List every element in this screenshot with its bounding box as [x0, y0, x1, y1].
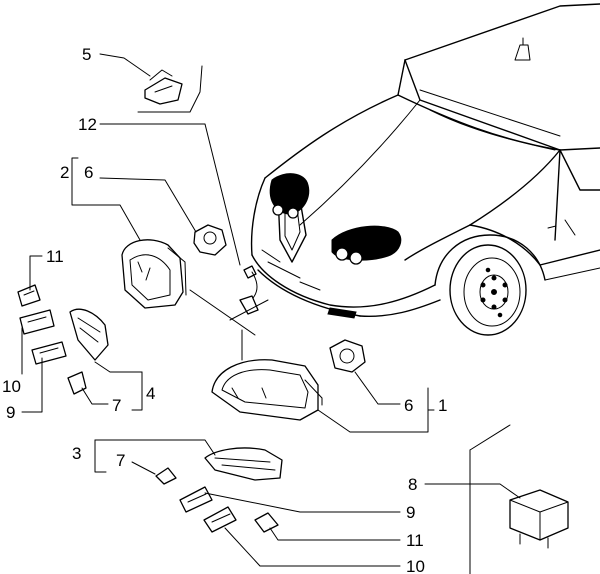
leader-lines [21, 53, 521, 567]
part-12-connector [239, 265, 259, 315]
callout-5: 5 [82, 45, 91, 64]
part-6-holder-mid [329, 339, 366, 373]
part-8-relay [469, 424, 569, 574]
part-11-bulb-left [17, 284, 41, 307]
callout-6a: 6 [84, 163, 93, 182]
car-body [250, 3, 600, 336]
callout-2: 2 [60, 163, 69, 182]
callout-labels: 5 12 2 6 11 10 9 7 4 6 1 3 7 9 11 10 8 [2, 45, 447, 574]
part-2-fog-lamp [121, 239, 187, 309]
part-4-side-indicator [69, 308, 109, 361]
part-6-holder-top [193, 224, 227, 256]
part-11-bulb-bottom [254, 512, 279, 533]
part-1-headlamp [211, 359, 323, 421]
wheel-bolts [480, 267, 508, 318]
callout-7b: 7 [116, 451, 125, 470]
callout-8: 8 [408, 475, 417, 494]
callout-3: 3 [72, 444, 81, 463]
callout-10b: 10 [406, 557, 425, 574]
callout-11b: 11 [406, 531, 424, 550]
callout-11a: 11 [46, 247, 64, 266]
callout-7a: 7 [112, 396, 121, 415]
callout-9b: 9 [406, 503, 415, 522]
callout-4: 4 [146, 384, 155, 403]
part-10-bulb-bottom [203, 506, 237, 533]
callout-9a: 9 [6, 403, 15, 422]
part-9-bulb-bottom [179, 486, 213, 513]
part-9-bulb-left [31, 341, 67, 365]
callout-10a: 10 [2, 377, 21, 396]
callout-12: 12 [78, 115, 97, 134]
part-10-bulb-left [19, 309, 55, 335]
part-3-indicator [204, 447, 283, 481]
part-7-gasket-left [67, 371, 87, 395]
part-7-gasket-bottom [155, 467, 177, 485]
part-5-clip [137, 65, 203, 113]
callout-1: 1 [438, 396, 447, 415]
callout-6b: 6 [404, 396, 413, 415]
